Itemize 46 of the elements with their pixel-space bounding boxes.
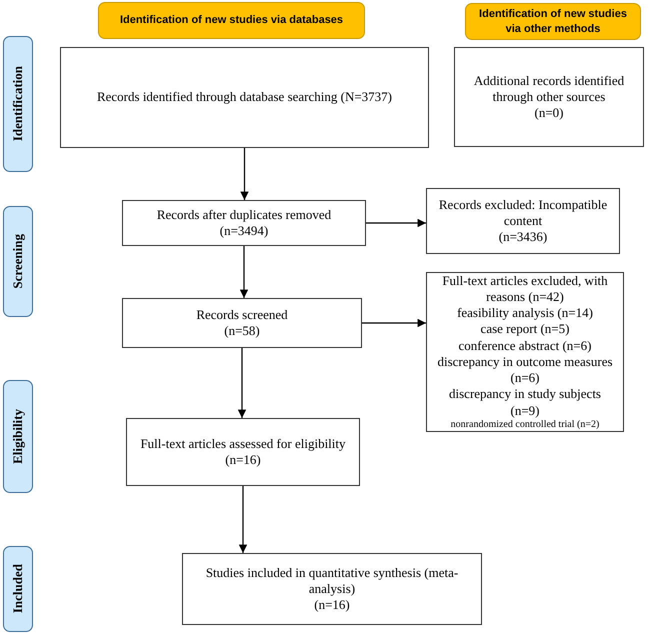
stage-label xyxy=(3,546,33,632)
node-text: Full-text articles excluded, with reasons (n=42) xyxy=(441,272,609,306)
node-text: Studies included in quantitative synthesis (meta-analysis) xyxy=(204,564,460,598)
arrow xyxy=(238,486,248,553)
process-box xyxy=(126,418,360,486)
node-text: (n=0) xyxy=(534,105,564,122)
node-text: (n=58) xyxy=(224,323,260,340)
process-box xyxy=(122,200,366,246)
stage-label xyxy=(3,36,33,172)
arrow xyxy=(240,246,248,298)
stage-text: Eligibility xyxy=(10,409,26,464)
node-text: Records identified through database searching (N=3737) xyxy=(96,89,392,106)
arrow xyxy=(362,318,426,328)
node-text: Identification of new studies via other methods xyxy=(478,7,628,36)
node-text: (n=16) xyxy=(314,597,350,614)
process-box xyxy=(454,47,644,147)
node-text: case report (n=5) xyxy=(480,321,570,338)
stage-label xyxy=(3,380,33,493)
node-text: Additional records identified through other sources xyxy=(472,72,626,106)
arrow xyxy=(240,148,249,200)
node-text: discrepancy in study subjects (n=9) xyxy=(448,386,602,419)
node-text: (n=3494) xyxy=(220,223,268,240)
process-box xyxy=(426,188,620,254)
node-text: (n=16) xyxy=(225,452,261,468)
node-text: nonrandomized controlled trial (n=2) xyxy=(450,418,600,432)
process-box xyxy=(182,553,482,625)
node-text: conference abstract (n=6) xyxy=(458,338,592,354)
node-text: Full-text articles assessed for eligibility xyxy=(140,436,346,452)
arrow xyxy=(238,348,246,418)
node-text: Records after duplicates removed xyxy=(156,206,332,223)
node-text: feasibility analysis (n=14) xyxy=(457,305,593,322)
stage-text: Identification xyxy=(10,66,26,142)
process-box xyxy=(426,272,624,432)
stage-text: Screening xyxy=(10,234,26,289)
node-text: (n=3436) xyxy=(498,229,548,246)
node-text: Records screened xyxy=(196,306,288,323)
stage-label xyxy=(3,206,33,317)
section-header xyxy=(98,2,365,39)
node-text: Records excluded: Incompatible content xyxy=(438,196,608,230)
process-box xyxy=(60,47,429,148)
arrow xyxy=(366,218,426,228)
process-box xyxy=(122,298,362,348)
stage-text: Included xyxy=(10,564,26,614)
node-text: discrepancy in outcome measures (n=6) xyxy=(436,354,614,386)
section-header xyxy=(465,3,641,40)
node-text: Identification of new studies via databases xyxy=(120,13,344,28)
